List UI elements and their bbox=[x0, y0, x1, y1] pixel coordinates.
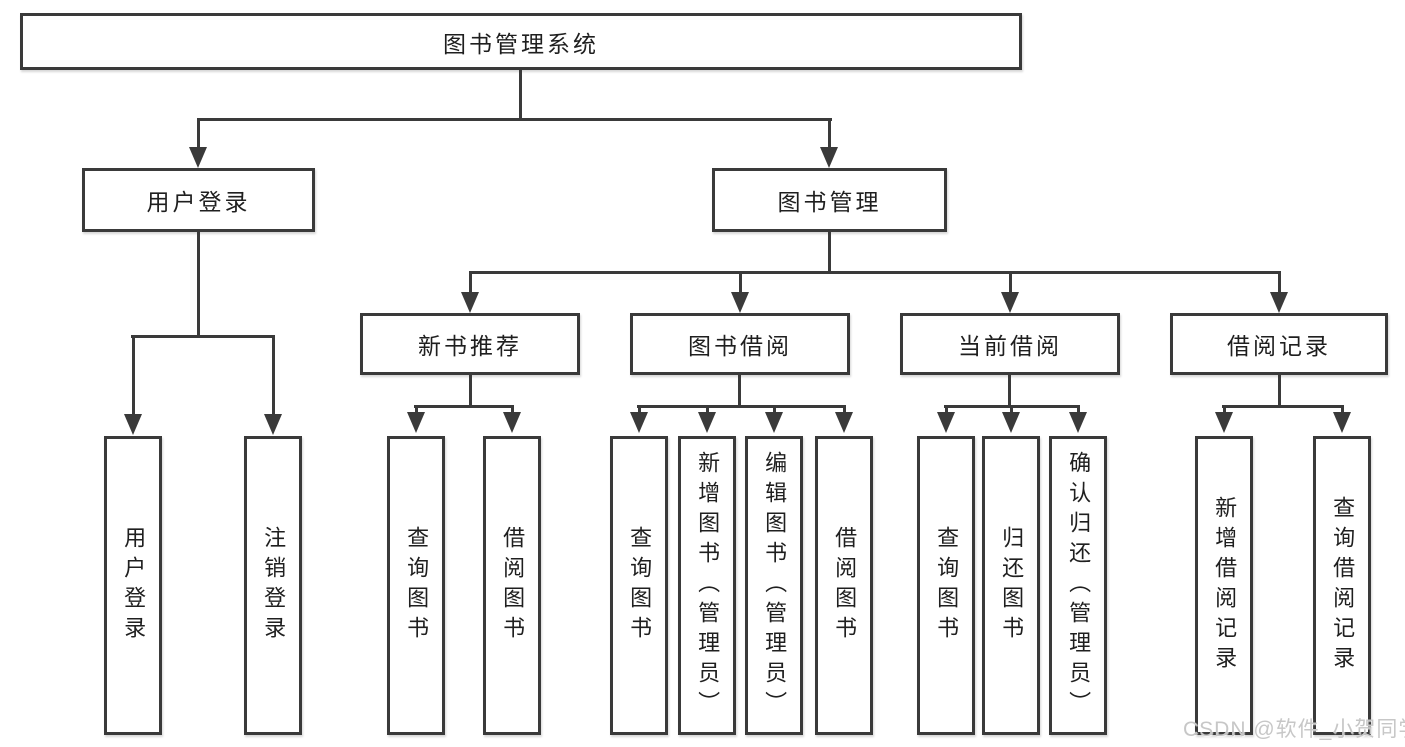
connector-arrow-stem bbox=[843, 405, 846, 413]
leaf-br-add-record-label: 新增借阅记录 bbox=[1212, 495, 1238, 676]
connector-arrow-stem bbox=[638, 405, 641, 413]
leaf-bb-add-books-label: 新增图书（管理员） bbox=[695, 450, 721, 721]
connector-arrowhead bbox=[407, 412, 425, 433]
connector-arrowhead bbox=[765, 412, 783, 433]
connector-arrow-stem bbox=[706, 405, 709, 413]
connector-arrow-stem bbox=[197, 121, 200, 148]
leaf-logout: 注销登录 bbox=[244, 436, 302, 735]
connector-arrow-stem bbox=[469, 274, 472, 292]
connector-arrow-stem bbox=[739, 274, 742, 292]
node-borrow-records: 借阅记录 bbox=[1170, 313, 1388, 375]
connector-arrowhead bbox=[698, 412, 716, 433]
connector-line-v bbox=[197, 232, 200, 335]
connector-line-v bbox=[738, 375, 741, 405]
node-user-login: 用户登录 bbox=[82, 168, 315, 232]
connector-line-h bbox=[131, 335, 275, 338]
connector-line-v bbox=[1278, 375, 1281, 405]
leaf-user-login-label: 用户登录 bbox=[121, 525, 147, 646]
connector-line-h bbox=[197, 118, 832, 121]
connector-arrowhead bbox=[503, 412, 521, 433]
connector-arrowhead bbox=[1001, 292, 1019, 313]
connector-line-v bbox=[828, 232, 831, 271]
node-user-login-label: 用户登录 bbox=[146, 189, 251, 215]
leaf-cb-confirm-return: 确认归还（管理员） bbox=[1049, 436, 1107, 735]
leaf-cb-query-books-label: 查询图书 bbox=[934, 525, 960, 646]
connector-arrowhead bbox=[937, 412, 955, 433]
connector-arrow-stem bbox=[945, 405, 948, 413]
node-book-mgmt-label: 图书管理 bbox=[777, 189, 882, 215]
leaf-bb-borrow-books: 借阅图书 bbox=[815, 436, 873, 735]
leaf-br-add-record: 新增借阅记录 bbox=[1195, 436, 1253, 735]
leaf-bb-add-books: 新增图书（管理员） bbox=[678, 436, 736, 735]
connector-line-h bbox=[414, 405, 513, 408]
node-book-mgmt: 图书管理 bbox=[712, 168, 947, 232]
leaf-bb-query-books: 查询图书 bbox=[610, 436, 668, 735]
connector-line-h bbox=[469, 271, 1281, 274]
connector-arrowhead bbox=[1215, 412, 1233, 433]
connector-arrowhead bbox=[1270, 292, 1288, 313]
leaf-nb-borrow-books: 借阅图书 bbox=[483, 436, 541, 735]
node-book-borrow-label: 图书借阅 bbox=[688, 333, 792, 359]
leaf-cb-query-books: 查询图书 bbox=[917, 436, 975, 735]
leaf-logout-label: 注销登录 bbox=[261, 525, 287, 646]
leaf-bb-edit-books-label: 编辑图书（管理员） bbox=[762, 450, 788, 721]
leaf-nb-query-books: 查询图书 bbox=[387, 436, 445, 735]
leaf-bb-borrow-books-label: 借阅图书 bbox=[832, 525, 858, 646]
connector-arrowhead bbox=[1333, 412, 1351, 433]
connector-line-h bbox=[1222, 405, 1344, 408]
leaf-nb-query-books-label: 查询图书 bbox=[404, 525, 430, 646]
connector-arrowhead bbox=[124, 414, 142, 435]
connector-arrowhead bbox=[1069, 412, 1087, 433]
leaf-user-login: 用户登录 bbox=[104, 436, 162, 735]
connector-arrowhead bbox=[731, 292, 749, 313]
node-new-books-label: 新书推荐 bbox=[418, 333, 522, 359]
connector-arrow-stem bbox=[828, 121, 831, 148]
connector-line-h bbox=[637, 405, 846, 408]
root-node: 图书管理系统 bbox=[20, 13, 1022, 70]
leaf-bb-edit-books: 编辑图书（管理员） bbox=[745, 436, 803, 735]
connector-arrow-stem bbox=[1077, 405, 1080, 413]
connector-arrowhead bbox=[264, 414, 282, 435]
leaf-br-query-record: 查询借阅记录 bbox=[1313, 436, 1371, 735]
connector-arrowhead bbox=[1002, 412, 1020, 433]
connector-arrowhead bbox=[630, 412, 648, 433]
connector-arrowhead bbox=[461, 292, 479, 313]
leaf-cb-confirm-return-label: 确认归还（管理员） bbox=[1066, 450, 1092, 721]
root-node-label: 图书管理系统 bbox=[443, 30, 599, 57]
csdn-watermark: CSDN @软件_小贺同学 bbox=[1183, 718, 1405, 741]
connector-arrow-stem bbox=[1010, 405, 1013, 413]
connector-arrowhead bbox=[835, 412, 853, 433]
node-new-books: 新书推荐 bbox=[360, 313, 580, 375]
connector-arrow-stem bbox=[1278, 274, 1281, 292]
node-borrow-records-label: 借阅记录 bbox=[1227, 333, 1331, 359]
connector-line-v bbox=[469, 375, 472, 405]
connector-arrow-stem bbox=[272, 338, 275, 414]
connector-line-v bbox=[519, 70, 522, 118]
connector-arrow-stem bbox=[1341, 405, 1344, 413]
leaf-cb-return-books-label: 归还图书 bbox=[999, 525, 1025, 646]
connector-arrow-stem bbox=[511, 405, 514, 413]
node-current-borrow: 当前借阅 bbox=[900, 313, 1120, 375]
connector-arrow-stem bbox=[1223, 405, 1226, 413]
leaf-bb-query-books-label: 查询图书 bbox=[627, 525, 653, 646]
connector-arrow-stem bbox=[1009, 274, 1012, 292]
connector-arrowhead bbox=[820, 147, 838, 168]
connector-line-v bbox=[1008, 375, 1011, 405]
connector-arrow-stem bbox=[773, 405, 776, 413]
leaf-br-query-record-label: 查询借阅记录 bbox=[1330, 495, 1356, 676]
connector-arrow-stem bbox=[415, 405, 418, 413]
leaf-cb-return-books: 归还图书 bbox=[982, 436, 1040, 735]
node-current-borrow-label: 当前借阅 bbox=[958, 333, 1062, 359]
leaf-nb-borrow-books-label: 借阅图书 bbox=[500, 525, 526, 646]
connector-arrow-stem bbox=[132, 338, 135, 414]
node-book-borrow: 图书借阅 bbox=[630, 313, 850, 375]
connector-arrowhead bbox=[189, 147, 207, 168]
